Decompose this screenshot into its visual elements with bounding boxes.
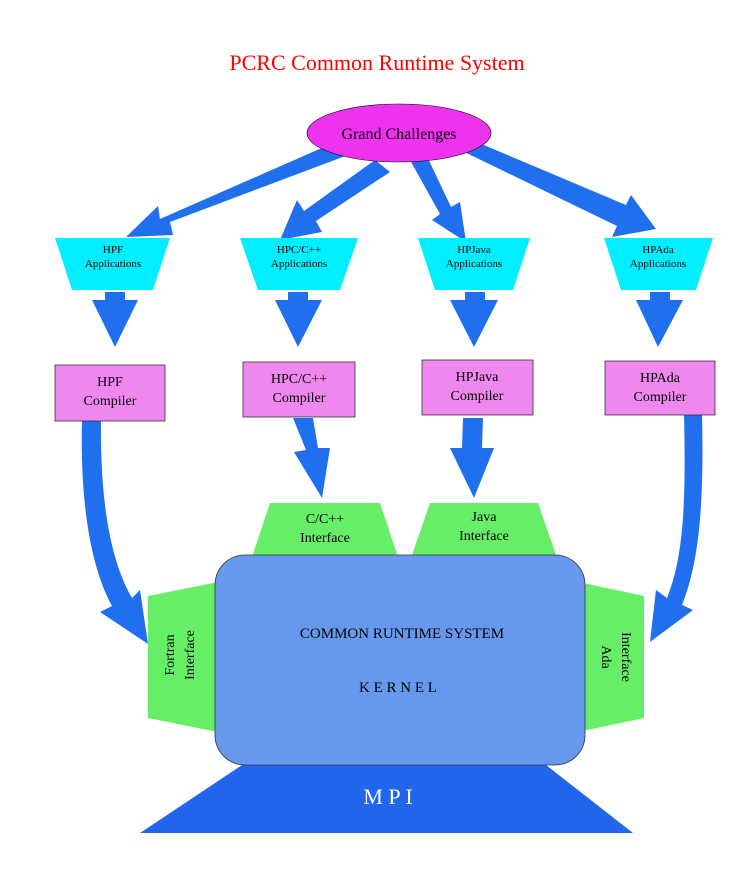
compiler-hpc: HPC/C++ Compiler [242,361,356,418]
interface-c-line1: C/C++ [306,512,344,527]
application-hpjava-line1: HPJava [457,244,491,256]
interface-c: C/C++ Interface [252,503,398,557]
interface-ada: Ada Interface [578,582,644,732]
application-hpada-line2: Applications [630,258,686,270]
arrow-hpjava-app-to-compiler [450,292,498,347]
compiler-hpf-line1: HPF [97,375,123,390]
interface-fortran-line2: Interface [183,630,198,680]
arrow-gc-to-hpada [454,135,656,237]
kernel-line2: K E R N E L [359,680,437,696]
compiler-hpc-line2: Compiler [273,391,326,406]
compiler-hpada-line2: Compiler [634,390,687,405]
interface-java-line2: Interface [459,529,509,544]
mpi-base: M P I [140,765,633,833]
application-hpc-line2: Applications [271,258,327,270]
compiler-hpada: HPAda Compiler [604,360,716,416]
interface-fortran-line1: Fortran [163,634,178,675]
application-hpc-line1: HPC/C++ [277,244,321,256]
interface-c-line2: Interface [300,531,350,546]
application-hpada-line1: HPAda [642,244,673,256]
compiler-hpf-line2: Compiler [84,394,137,409]
arrow-gc-to-hpjava [410,152,466,242]
compiler-hpjava: HPJava Compiler [421,359,534,416]
arrow-hpada-app-to-compiler [636,292,683,347]
application-hpf-line2: Applications [85,258,141,270]
compiler-hpc-line1: HPC/C++ [271,372,327,387]
diagram-title: PCRC Common Runtime System [229,50,525,75]
application-hpjava: HPJava Applications [418,238,530,290]
arrow-gc-to-hpc [280,160,390,240]
arrow-hpc-app-to-compiler [275,292,322,347]
interface-java: Java Interface [412,503,556,555]
grand-challenges-label: Grand Challenges [341,126,456,143]
mpi-label: M P I [363,784,412,809]
arrow-hpjava-compiler-to-javaif [450,418,494,498]
application-hpc: HPC/C++ Applications [240,238,358,290]
arrow-hpf-app-to-compiler [92,292,138,347]
arrow-hpc-compiler-to-cif [293,418,330,498]
application-hpada: HPAda Applications [604,238,713,290]
interface-ada-line1: Ada [598,645,613,669]
arrow-hpf-compiler-to-fortranif [81,420,148,644]
kernel-line1: COMMON RUNTIME SYSTEM [300,626,504,642]
grand-challenges-node [306,103,492,163]
application-hpjava-line2: Applications [446,258,502,270]
compiler-hpf: HPF Compiler [54,364,166,422]
interface-ada-line2: Interface [618,632,633,682]
arrows-layer [81,135,703,644]
application-hpf-line1: HPF [103,244,123,256]
arrow-gc-to-hpf [126,140,348,237]
compiler-hpjava-line1: HPJava [456,370,500,385]
arrow-hpada-compiler-to-adaif [650,413,703,642]
interface-fortran: Fortran Interface [148,582,218,732]
kernel-box: COMMON RUNTIME SYSTEM K E R N E L [214,554,586,766]
application-hpf: HPF Applications [55,238,170,290]
interface-java-line1: Java [472,510,498,525]
compiler-hpada-line1: HPAda [640,371,681,386]
compiler-hpjava-line2: Compiler [451,389,504,404]
